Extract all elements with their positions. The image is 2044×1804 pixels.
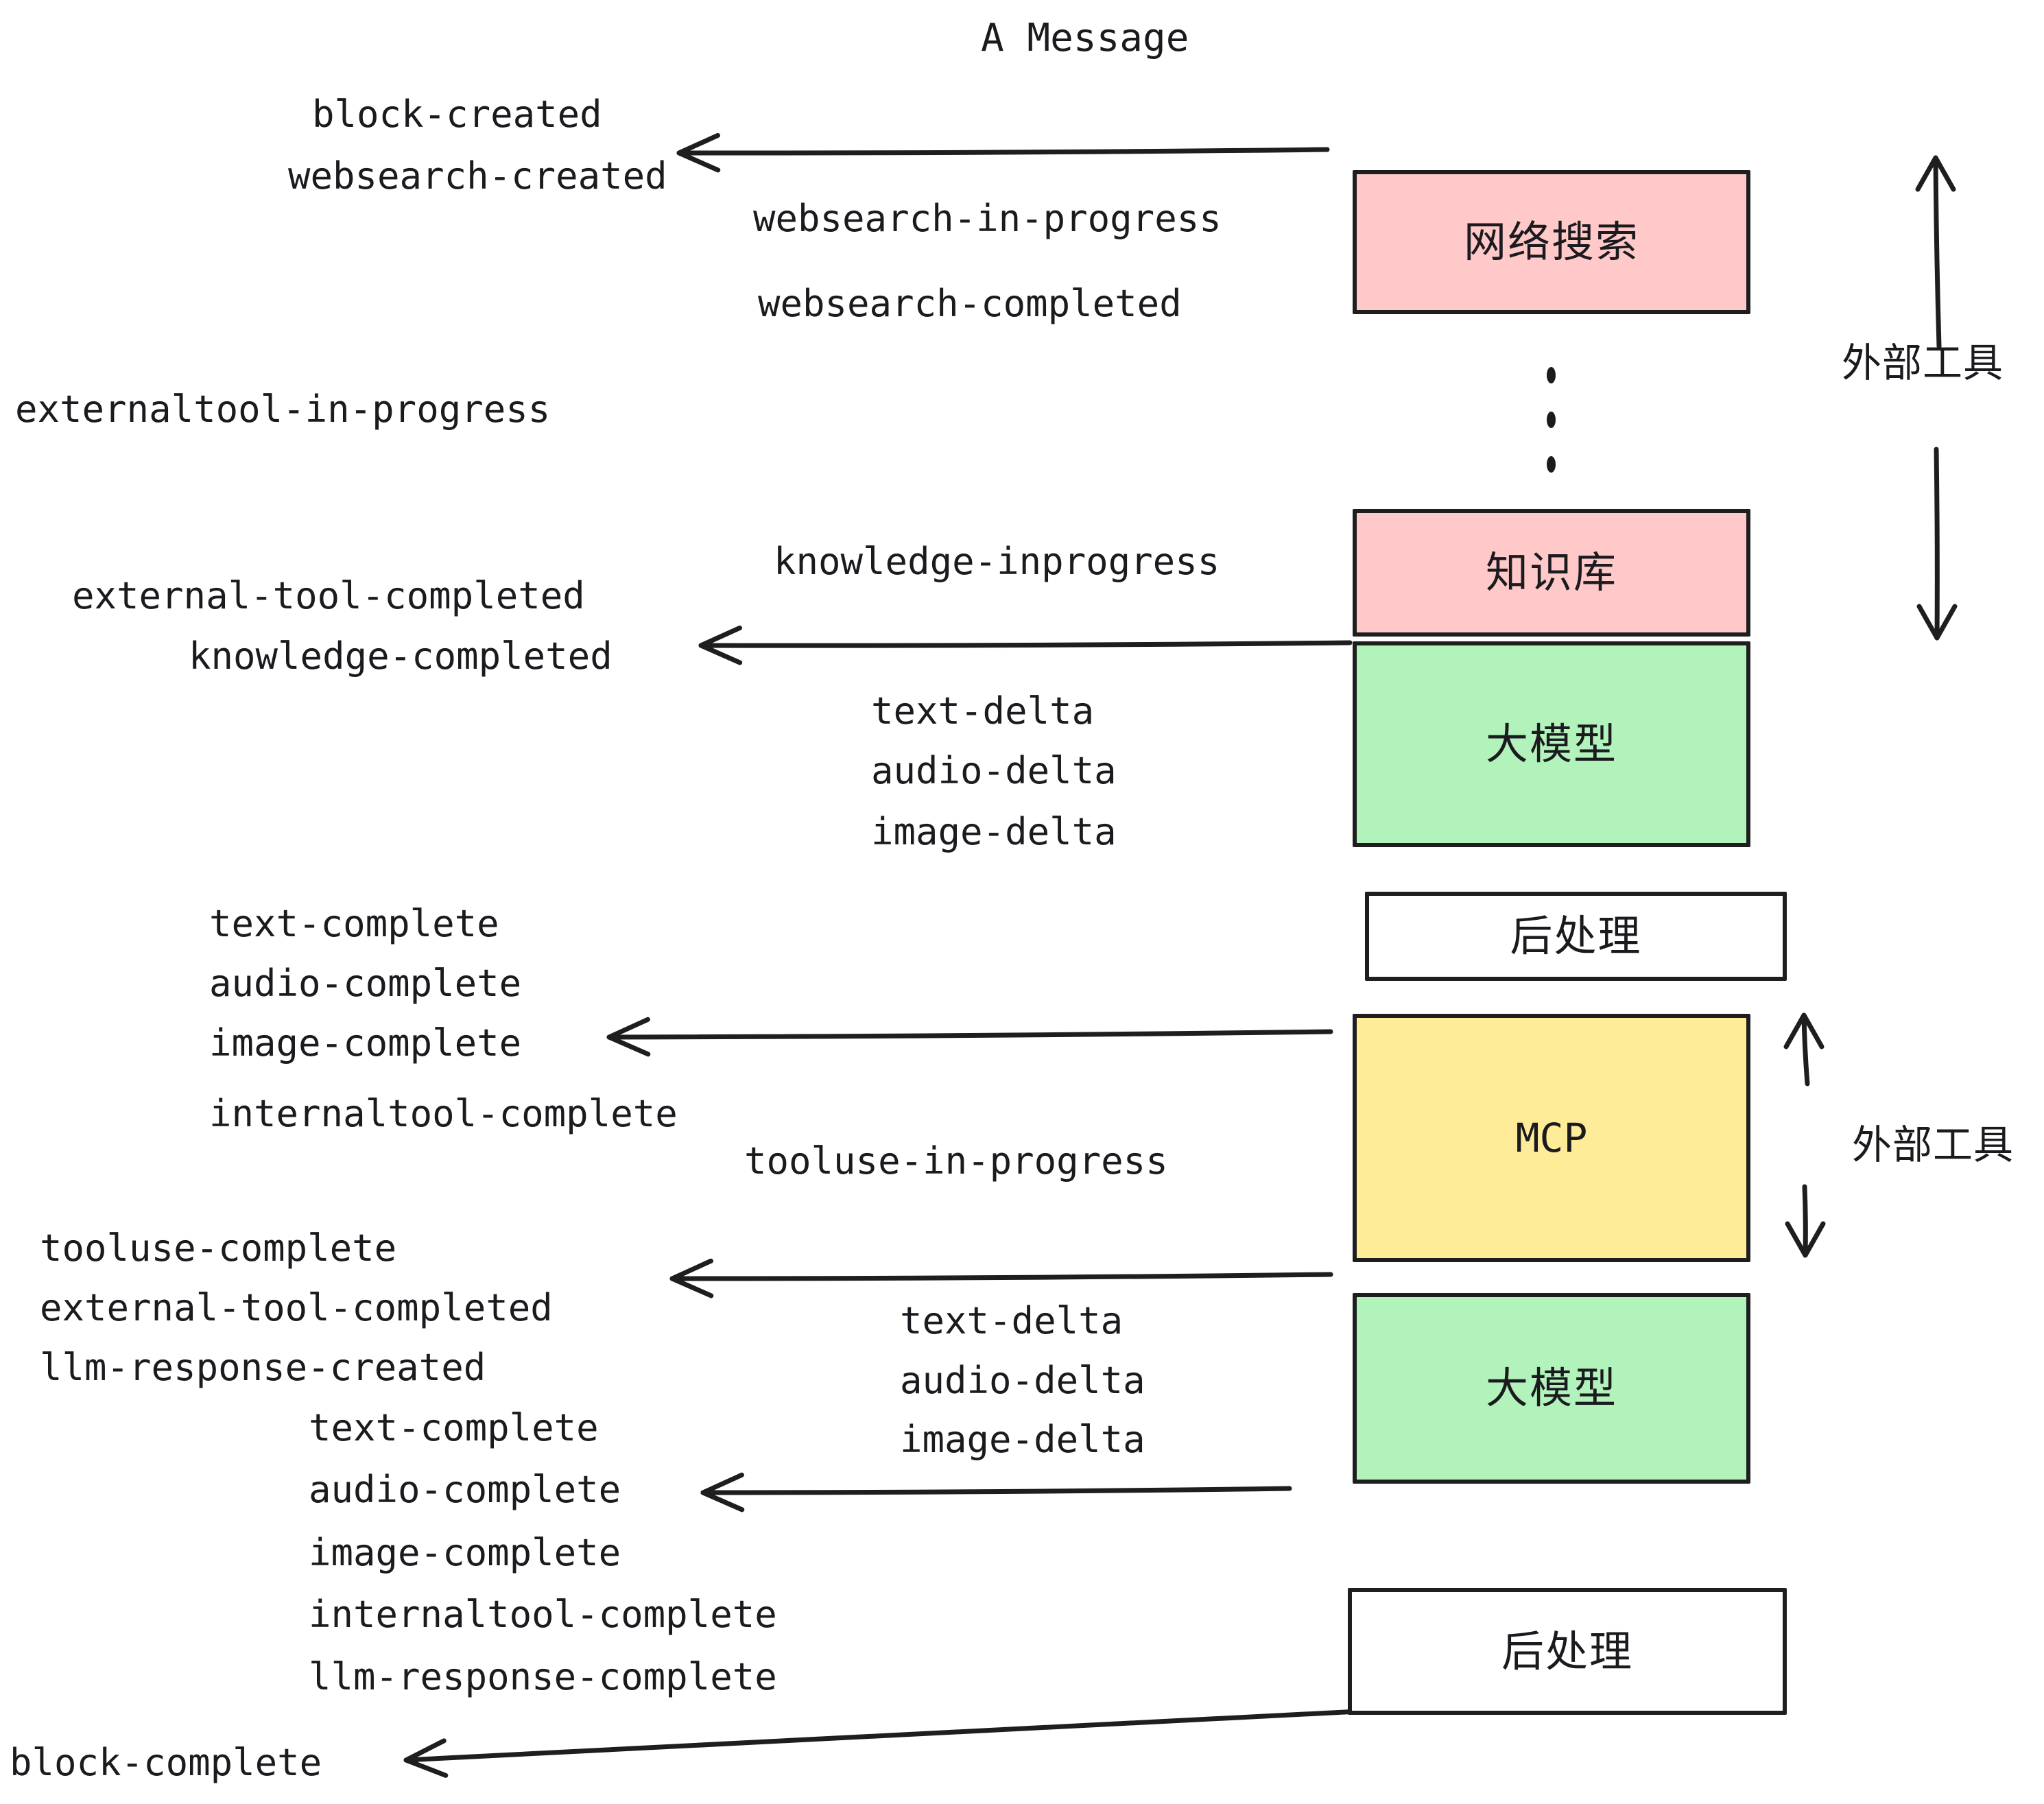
external-tools-range-upper-up-line	[1933, 155, 1942, 349]
arrow-knowledge-completed-head	[698, 625, 743, 665]
node-label-llm-lower: 大模型	[1485, 1363, 1617, 1413]
node-label-mcp: MCP	[1515, 1115, 1588, 1161]
event-label-audio-delta: audio-delta	[871, 749, 1117, 792]
side-label-external-tools-lower: 外部工具	[1852, 1121, 2015, 1168]
ellipsis-dot-1	[1547, 367, 1556, 383]
node-box-post-process-lower[interactable]: 后处理	[1348, 1588, 1787, 1715]
external-tools-range-lower-down-head	[1785, 1221, 1826, 1258]
arrow-block-complete-line	[403, 1709, 1361, 1763]
event-label-external-tool-completed: external-tool-completed	[40, 1286, 553, 1329]
node-label-knowledge-base: 知识库	[1485, 547, 1617, 597]
event-label-image-complete: image-complete	[209, 1021, 522, 1065]
arrow-image-complete-line	[606, 1029, 1333, 1040]
node-box-web-search[interactable]: 网络搜索	[1353, 170, 1750, 314]
node-label-post-process-upper: 后处理	[1510, 911, 1642, 961]
node-label-web-search: 网络搜索	[1463, 217, 1639, 267]
arrow-audio-complete-line	[700, 1486, 1292, 1495]
page-title: A Message	[981, 16, 1189, 60]
event-label-internaltool-complete: internaltool-complete	[309, 1593, 777, 1636]
event-label-audio-complete: audio-complete	[309, 1468, 621, 1511]
arrow-websearch-created-head	[676, 132, 721, 173]
arrow-websearch-created-line	[676, 147, 1330, 156]
node-label-post-process-lower: 后处理	[1501, 1626, 1633, 1676]
event-label-internaltool-complete: internaltool-complete	[209, 1092, 678, 1135]
event-label-audio-delta: audio-delta	[900, 1359, 1145, 1402]
event-label-websearch-completed: websearch-completed	[758, 282, 1182, 325]
event-label-block-complete: block-complete	[10, 1741, 322, 1784]
event-label-image-delta: image-delta	[900, 1418, 1145, 1461]
event-label-tooluse-complete: tooluse-complete	[40, 1226, 397, 1270]
external-tools-range-lower-up-head	[1783, 1012, 1825, 1049]
event-label-external-tool-completed: external-tool-completed	[72, 574, 585, 617]
node-box-mcp[interactable]: MCP	[1353, 1014, 1750, 1262]
node-box-knowledge-base[interactable]: 知识库	[1353, 509, 1750, 637]
arrow-tooluse-complete-head	[669, 1258, 714, 1298]
arrow-audio-complete-head	[700, 1472, 745, 1512]
external-tools-range-upper-down-head	[1916, 604, 1958, 641]
external-tools-range-upper-up-head	[1915, 155, 1956, 192]
arrow-block-complete-head	[403, 1738, 449, 1778]
event-label-text-delta: text-delta	[871, 689, 1095, 733]
side-label-external-tools-upper: 外部工具	[1842, 340, 2004, 386]
arrow-tooluse-complete-line	[669, 1272, 1333, 1281]
node-box-post-process-upper[interactable]: 后处理	[1365, 892, 1787, 981]
event-label-image-delta: image-delta	[871, 810, 1117, 853]
node-label-llm-upper: 大模型	[1485, 719, 1617, 769]
event-label-block-created: block-created	[312, 93, 602, 136]
event-label-externaltool-in-progress: externaltool-in-progress	[15, 388, 551, 431]
event-label-websearch-created: websearch-created	[288, 154, 667, 198]
node-box-llm-lower[interactable]: 大模型	[1353, 1293, 1750, 1484]
ellipsis-dot-3	[1547, 456, 1556, 473]
arrow-image-complete-head	[606, 1017, 651, 1057]
external-tools-range-lower-up-line	[1801, 1012, 1810, 1087]
event-label-text-complete: text-complete	[309, 1406, 599, 1449]
arrow-knowledge-completed-line	[698, 640, 1353, 648]
event-label-audio-complete: audio-complete	[209, 962, 522, 1005]
event-label-knowledge-completed: knowledge-completed	[189, 634, 613, 678]
external-tools-range-upper-down-line	[1934, 447, 1940, 641]
event-label-llm-response-created: llm-response-created	[40, 1346, 486, 1389]
event-label-tooluse-in-progress: tooluse-in-progress	[744, 1139, 1168, 1183]
ellipsis-dot-2	[1547, 412, 1556, 428]
event-label-text-delta: text-delta	[900, 1299, 1124, 1342]
event-label-llm-response-complete: llm-response-complete	[309, 1655, 777, 1698]
event-label-text-complete: text-complete	[209, 902, 499, 945]
event-label-image-complete: image-complete	[309, 1531, 621, 1574]
event-label-websearch-in-progress: websearch-in-progress	[753, 197, 1222, 240]
node-box-llm-upper[interactable]: 大模型	[1353, 641, 1750, 847]
event-label-knowledge-inprogress: knowledge-inprogress	[774, 540, 1220, 583]
